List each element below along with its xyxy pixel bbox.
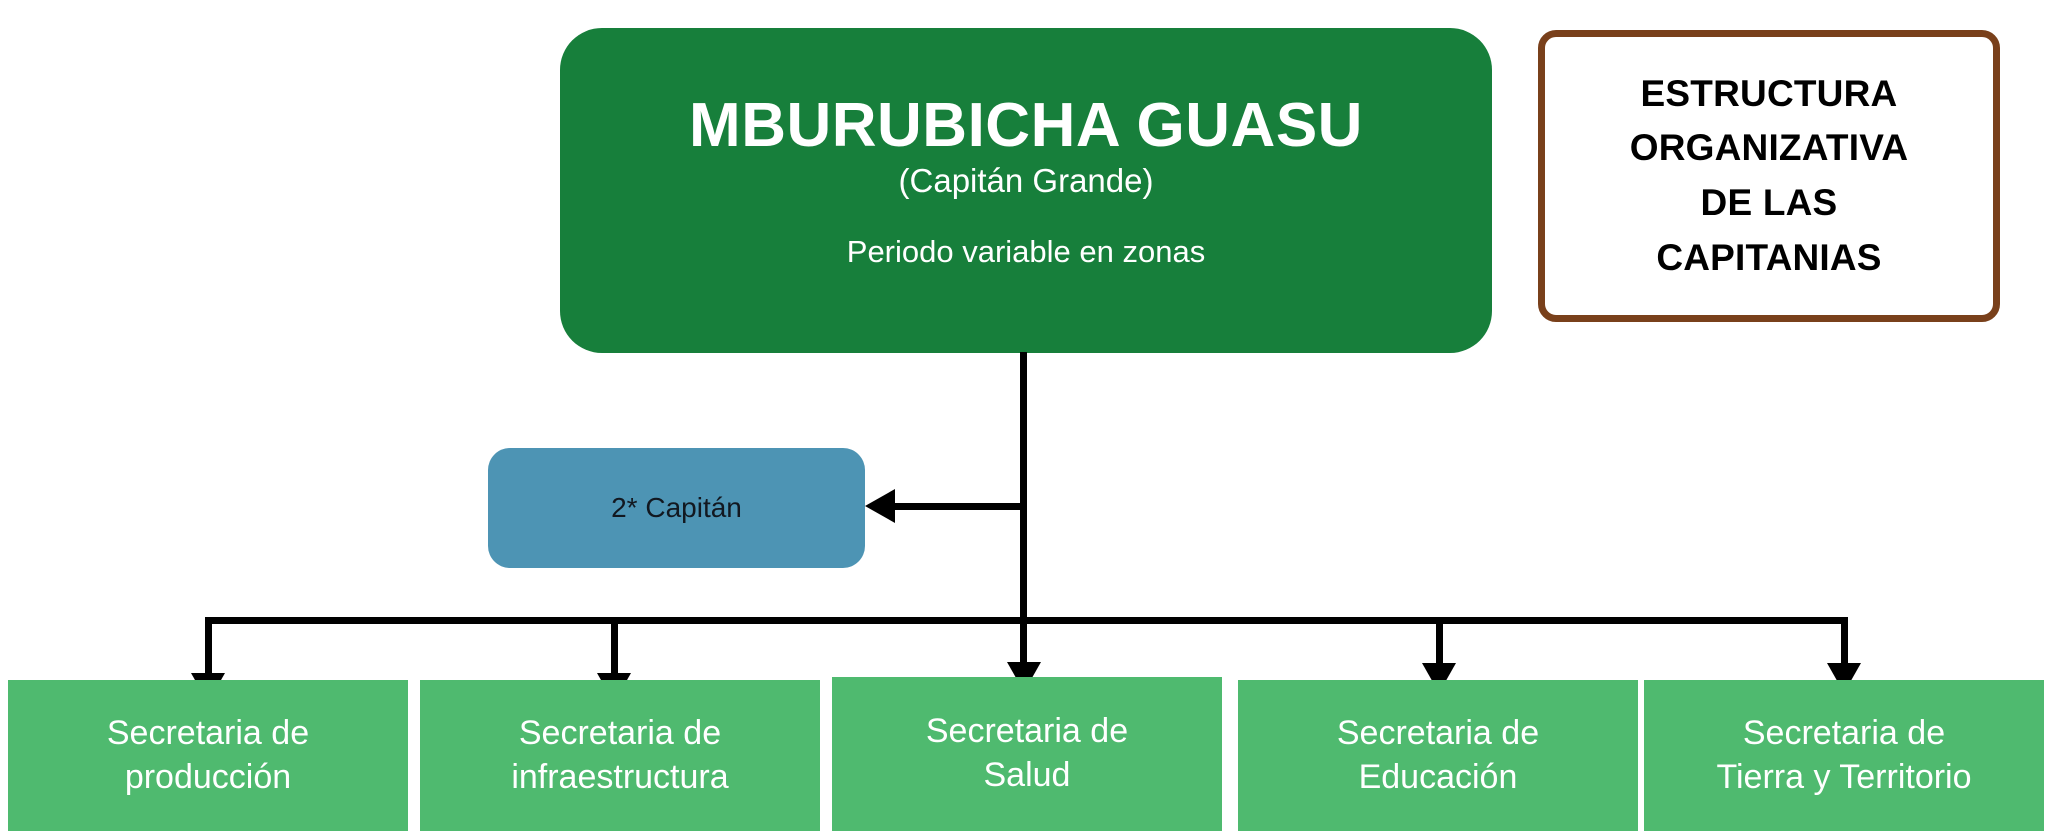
node-segundo-capitan[interactable]: 2* Capitán — [488, 448, 865, 568]
node-secretaria-educacion[interactable]: Secretaria de Educación — [1238, 680, 1638, 831]
secretariat-label-1-line2: producción — [124, 757, 292, 796]
title-card-line-2: ORGANIZATIVA — [1629, 127, 1909, 169]
connector-deputy-arrowhead-icon — [865, 489, 895, 523]
node-secretaria-produccion[interactable]: Secretaria de producción — [8, 680, 408, 831]
root-node-note: Periodo variable en zonas — [846, 234, 1206, 270]
secretariat-label-4-line1: Secretaria de — [1336, 713, 1540, 752]
secretariat-label-2-line1: Secretaria de — [518, 713, 722, 752]
node-secretaria-salud[interactable]: Secretaria de Salud — [832, 677, 1222, 831]
title-card-line-4: CAPITANIAS — [1656, 236, 1882, 278]
secretariat-label-2-line2: infraestructura — [511, 757, 729, 796]
secretariat-label-5-line1: Secretaria de — [1742, 713, 1946, 752]
secretariat-label-1: Secretaria de producción — [107, 712, 309, 799]
secretariat-label-2: Secretaria de infraestructura — [511, 712, 728, 799]
secretariat-label-4-line2: Educación — [1358, 757, 1518, 796]
node-mburubicha-guasu[interactable]: MBURUBICHA GUASU (Capitán Grande) Period… — [560, 28, 1492, 353]
connector-drop-2 — [611, 617, 618, 680]
connector-trunk-vertical — [1020, 352, 1027, 690]
secretariat-label-5: Secretaria de Tierra y Territorio — [1716, 712, 1971, 799]
connector-drop-1 — [205, 617, 212, 680]
connector-bus-horizontal — [205, 617, 1848, 624]
secretariat-label-4: Secretaria de Educación — [1337, 712, 1539, 799]
root-node-title: MBURUBICHA GUASU — [689, 91, 1363, 161]
title-card-line-3: DE LAS — [1700, 182, 1838, 223]
secretariat-label-3-line2: Salud — [983, 756, 1071, 794]
connector-drop-4 — [1436, 617, 1443, 670]
node-secretaria-tierra-territorio[interactable]: Secretaria de Tierra y Territorio — [1644, 680, 2044, 831]
connector-deputy-horizontal — [892, 503, 1023, 510]
title-card-line-1: ESTRUCTURA — [1640, 72, 1898, 114]
deputy-node-label: 2* Capitán — [611, 492, 742, 523]
secretariat-label-3: Secretaria de Salud — [926, 710, 1128, 797]
root-node-subtitle: (Capitán Grande) — [898, 161, 1154, 199]
node-secretaria-infraestructura[interactable]: Secretaria de infraestructura — [420, 680, 820, 831]
connector-drop-5 — [1841, 617, 1848, 670]
secretariat-label-3-line1: Secretaria de — [925, 712, 1129, 751]
secretariat-label-5-line2: Tierra y Territorio — [1716, 757, 1972, 796]
secretariat-label-1-line1: Secretaria de — [106, 713, 310, 752]
diagram-title-card: ESTRUCTURA ORGANIZATIVA DE LAS CAPITANIA… — [1538, 30, 2000, 322]
